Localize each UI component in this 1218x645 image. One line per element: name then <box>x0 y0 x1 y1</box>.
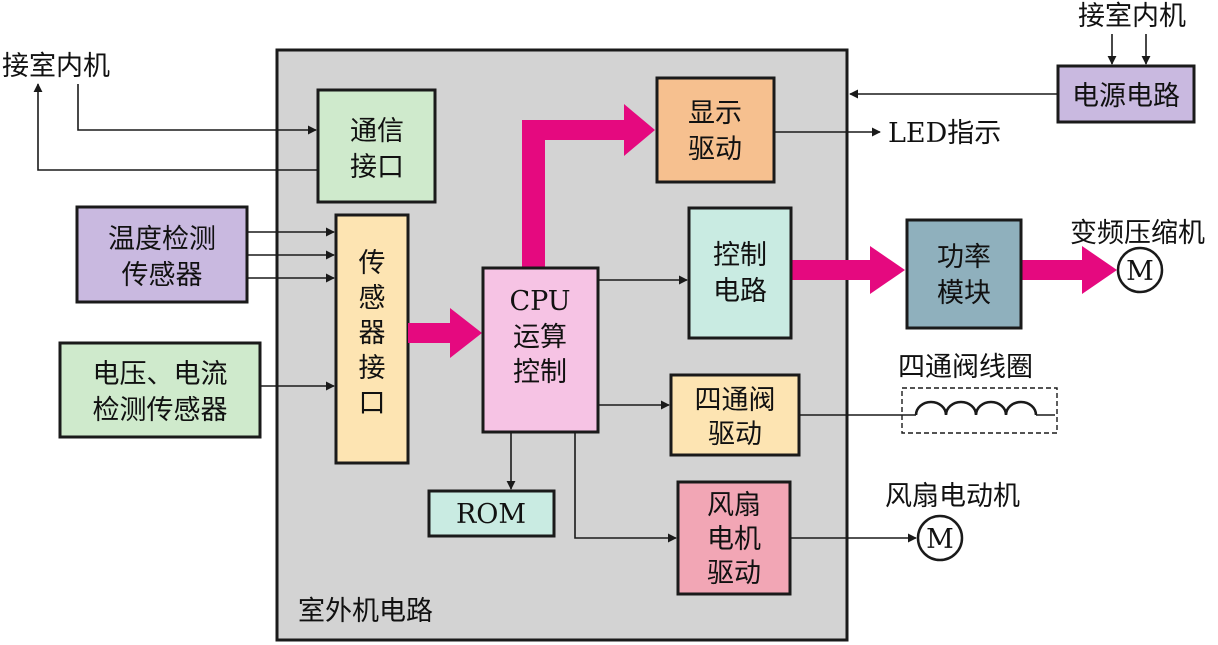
fourway-valve-driver-box <box>669 373 801 457</box>
comm-interface-box <box>316 88 437 204</box>
power-module-box <box>905 218 1023 330</box>
rom-box <box>427 489 556 538</box>
temperature-sensor-label-2: 传感器 <box>122 260 203 291</box>
display-driver-box <box>655 76 776 184</box>
control-circuit-label-2: 电路 <box>713 276 767 307</box>
sensor-interface-box <box>334 213 410 465</box>
rom-label: ROM <box>456 499 526 530</box>
compressor-motor-letter: M <box>1126 256 1154 287</box>
outdoor-board-label: 室外机电路 <box>298 596 433 627</box>
cpu-box <box>481 266 600 434</box>
power-supply-label: 电源电路 <box>1072 81 1180 112</box>
display-driver-label-1: 显示 <box>688 98 742 129</box>
cpu-to-fan-wire <box>574 432 677 543</box>
cpu-label-3: 控制 <box>513 357 567 388</box>
compressor-label: 变频压缩机 <box>1070 218 1205 249</box>
power-supply-box <box>1056 64 1196 124</box>
fan-driver-box <box>676 480 792 596</box>
fan-motor-letter: M <box>926 524 954 555</box>
coil-dashed-frame <box>901 387 1058 434</box>
led-indicator-label: LED指示 <box>888 118 1001 149</box>
control-circuit-box <box>687 206 793 340</box>
voltage-current-sensor-label-2: 检测传感器 <box>93 395 228 426</box>
sensor-interface-char-3: 器 <box>359 318 386 349</box>
indoor-unit-label-left: 接室内机 <box>2 51 110 82</box>
fan-motor-symbol <box>916 514 964 562</box>
comm-interface-label-1: 通信 <box>350 116 404 147</box>
cpu-label-2: 运算 <box>513 322 567 353</box>
fourway-valve-driver-label-2: 驱动 <box>708 419 762 450</box>
indoor-to-comm-wire <box>77 84 317 135</box>
fan-driver-label-2: 电机 <box>707 524 761 555</box>
indoor-unit-label-top: 接室内机 <box>1078 1 1186 32</box>
temperature-sensor-label-1: 温度检测 <box>108 224 216 255</box>
sensor-interface-char-1: 传 <box>359 248 386 279</box>
bus-arrow-iface-to-cpu <box>408 308 482 358</box>
compressor-motor-symbol <box>1116 246 1164 294</box>
power-module-label-1: 功率 <box>937 242 991 273</box>
display-driver-label-2: 驱动 <box>688 134 742 165</box>
control-circuit-label-1: 控制 <box>713 240 767 271</box>
coil-label: 四通阀线圈 <box>898 352 1033 383</box>
bus-arrow-control-to-power <box>791 246 905 294</box>
coil-symbol <box>914 400 1038 416</box>
comm-interface-label-2: 接口 <box>350 152 404 183</box>
sensor-interface-char-5: 口 <box>359 388 386 419</box>
bus-arrow-cpu-to-display <box>522 104 655 268</box>
voltage-current-sensor-box <box>58 341 262 439</box>
fourway-valve-driver-label-1: 四通阀 <box>695 385 776 416</box>
fan-driver-label-1: 风扇 <box>707 490 761 521</box>
voltage-current-sensor-label-1: 电压、电流 <box>93 359 228 390</box>
power-module-label-2: 模块 <box>937 278 991 309</box>
sensor-interface-char-4: 接 <box>359 353 386 384</box>
bus-arrow-power-to-compressor <box>1021 246 1117 294</box>
cpu-label-1: CPU <box>509 286 570 317</box>
fan-motor-label: 风扇电动机 <box>885 481 1020 512</box>
sensor-interface-char-2: 感 <box>359 283 386 314</box>
fan-driver-label-3: 驱动 <box>707 558 761 589</box>
comm-to-indoor-wire <box>33 83 318 171</box>
